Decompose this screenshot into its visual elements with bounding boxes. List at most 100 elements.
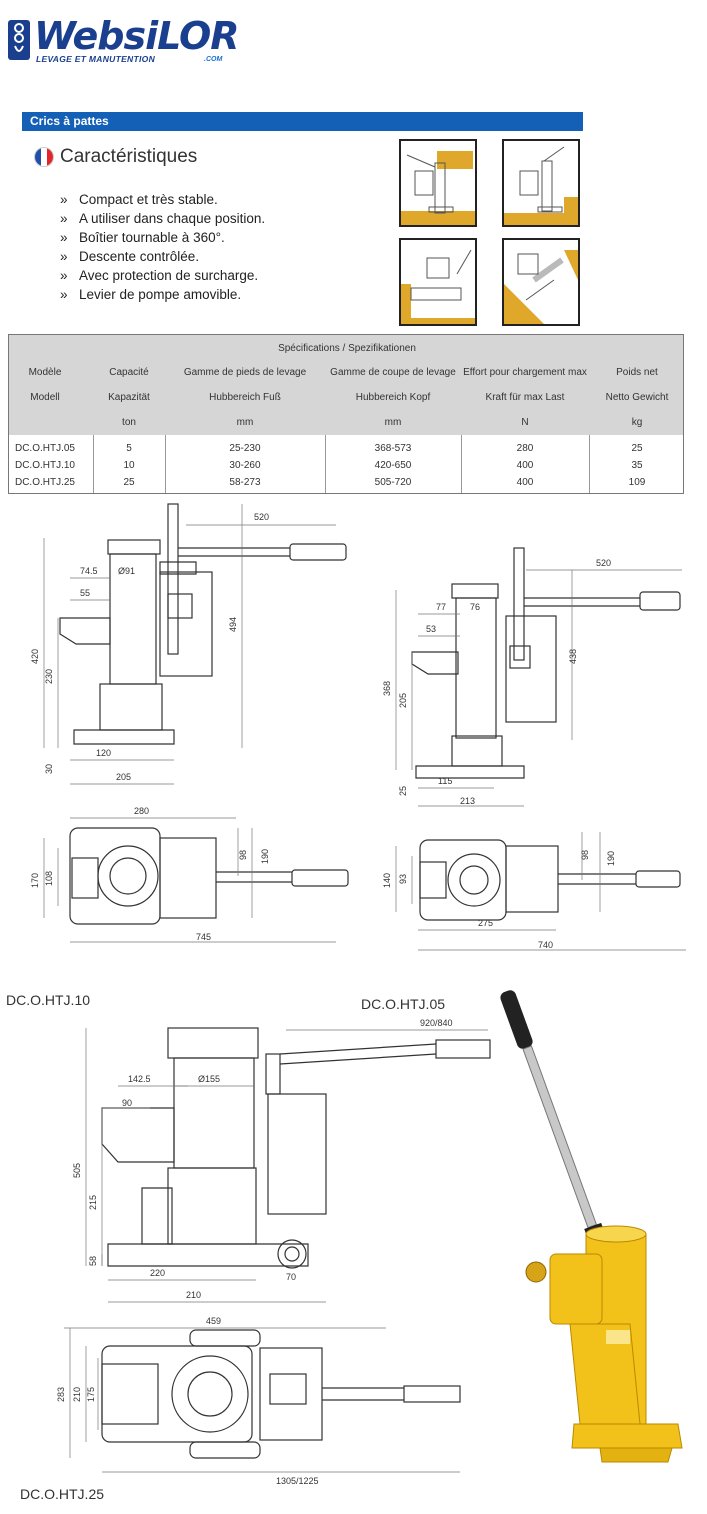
model-label-htj25: DC.O.HTJ.25 (20, 1486, 105, 1502)
table-header-cell: Hubbereich Kopf (355, 392, 431, 403)
logo-wordmark-suffix: lor (157, 14, 239, 58)
features-title: Caractéristiques (60, 146, 198, 167)
dim-label: 90 (122, 1098, 132, 1108)
table-header-cell: Gamme de coupe de levage (330, 367, 456, 378)
dim-label: 520 (254, 512, 269, 522)
table-cell: 25 (631, 443, 643, 454)
table-cell: 25-230 (229, 443, 261, 454)
jack-drawing-small-1: 520 74.5 Ø91 55 420 230 30 120 205 494 2… (30, 503, 349, 943)
dim-label: 98 (238, 850, 248, 860)
websilor-logo[interactable]: Websilor LEVAGE ET MANUTENTION .COM (6, 14, 240, 68)
table-title: Spécifications / Spezifikationen (278, 343, 416, 354)
col-divider (165, 435, 166, 493)
table-cell: DC.O.HTJ.10 (14, 460, 75, 471)
dim-label: 55 (80, 588, 90, 598)
dim-label: 213 (460, 796, 475, 806)
table-cell: 280 (516, 443, 534, 454)
table-cell: 400 (516, 477, 534, 488)
dim-label: 142.5 (128, 1074, 151, 1084)
table-header-cell: Kraft für max Last (485, 392, 565, 403)
dim-label: 205 (116, 772, 131, 782)
table-cell: 400 (516, 460, 534, 471)
dim-label: Ø91 (118, 566, 135, 576)
table-header-cell: Gamme de pieds de levage (183, 367, 307, 378)
table-header-bg (9, 335, 683, 435)
dim-label: 93 (398, 874, 408, 884)
jack-drawing-small-2: 520 77 76 53 368 205 438 25 115 213 140 … (382, 547, 686, 951)
logo-wordmark: Websilor (34, 14, 240, 58)
section-title-bar: Crics à pattes (22, 112, 583, 131)
table-cell: 368-573 (374, 443, 412, 454)
dim-label: 520 (596, 558, 611, 568)
table-header-cell: Modell (30, 392, 60, 403)
table-header-cell: Netto Gewicht (605, 392, 669, 403)
table-cell: 5 (126, 443, 132, 454)
feature-item: Boîtier tournable à 360°. (60, 228, 300, 247)
dim-label: 283 (56, 1387, 66, 1402)
table-header-cell: Hubbereich Fuß (209, 392, 281, 403)
dim-label: 745 (196, 932, 211, 942)
logo-tagline: LEVAGE ET MANUTENTION (36, 54, 156, 64)
dim-label: 215 (88, 1195, 98, 1210)
dim-label: 70 (286, 1272, 296, 1282)
chain-hook-icon (8, 20, 30, 60)
usage-thumbnail-3 (399, 238, 477, 326)
dim-label: 30 (44, 764, 54, 774)
dim-label: 53 (426, 624, 436, 634)
dim-label: 280 (134, 806, 149, 816)
table-header-cell: Kapazität (108, 392, 150, 403)
dim-label: 210 (186, 1290, 201, 1300)
table-cell: 109 (628, 477, 646, 488)
french-flag-icon (34, 147, 54, 167)
table-header-cell: N (521, 417, 529, 428)
usage-thumbnail-1 (399, 139, 477, 227)
dim-label: 190 (260, 849, 270, 864)
dim-label: 205 (398, 693, 408, 708)
dim-label: 740 (538, 940, 553, 950)
dim-label: 459 (206, 1316, 221, 1326)
dim-label: 175 (86, 1387, 96, 1402)
usage-thumbnail-2 (502, 139, 580, 227)
dim-label: 120 (96, 748, 111, 758)
dim-label: 494 (228, 617, 238, 632)
dim-label: 98 (580, 850, 590, 860)
table-header-cell: mm (236, 417, 254, 428)
dim-label: 25 (398, 786, 408, 796)
col-divider (589, 435, 590, 493)
table-header-cell: mm (384, 417, 402, 428)
dim-label: 230 (44, 669, 54, 684)
feature-item: A utiliser dans chaque position. (60, 209, 300, 228)
col-divider (325, 435, 326, 493)
table-header-cell: ton (122, 417, 136, 428)
col-divider (461, 435, 462, 493)
table-cell: 420-650 (374, 460, 412, 471)
table-cell: DC.O.HTJ.25 (14, 477, 75, 488)
dim-label: 58 (88, 1256, 98, 1266)
dim-label: 275 (478, 918, 493, 928)
features-list: Compact et très stable. A utiliser dans … (60, 190, 300, 304)
table-header-cell: Capacité (109, 367, 149, 378)
dim-label: 220 (150, 1268, 165, 1278)
dim-label: 140 (382, 873, 392, 888)
dim-label: 920/840 (420, 1018, 453, 1028)
dim-label: 170 (30, 873, 40, 888)
model-label-htj05: DC.O.HTJ.05 (361, 996, 446, 1012)
dim-label: 74.5 (80, 566, 98, 576)
table-cell: 10 (123, 460, 135, 471)
logo-domain: .COM (204, 56, 223, 63)
jack-drawing-large: 920/840 142.5 Ø155 90 505 215 58 220 70 … (56, 1018, 491, 1486)
table-cell: 58-273 (229, 477, 261, 488)
table-cell: 35 (631, 460, 643, 471)
dim-label: 420 (30, 649, 40, 664)
yellow-jack-illustration (500, 990, 683, 1463)
model-label-htj10: DC.O.HTJ.10 (6, 992, 91, 1008)
dim-label: 77 (436, 602, 446, 612)
table-header-cell: Modèle (28, 367, 62, 378)
table-header-cell: kg (631, 417, 643, 428)
dim-label: 190 (606, 851, 616, 866)
dim-label: Ø155 (198, 1074, 220, 1084)
table-header-cell: Effort pour chargement max (463, 367, 587, 378)
col-divider (93, 435, 94, 493)
dim-label: 438 (568, 649, 578, 664)
